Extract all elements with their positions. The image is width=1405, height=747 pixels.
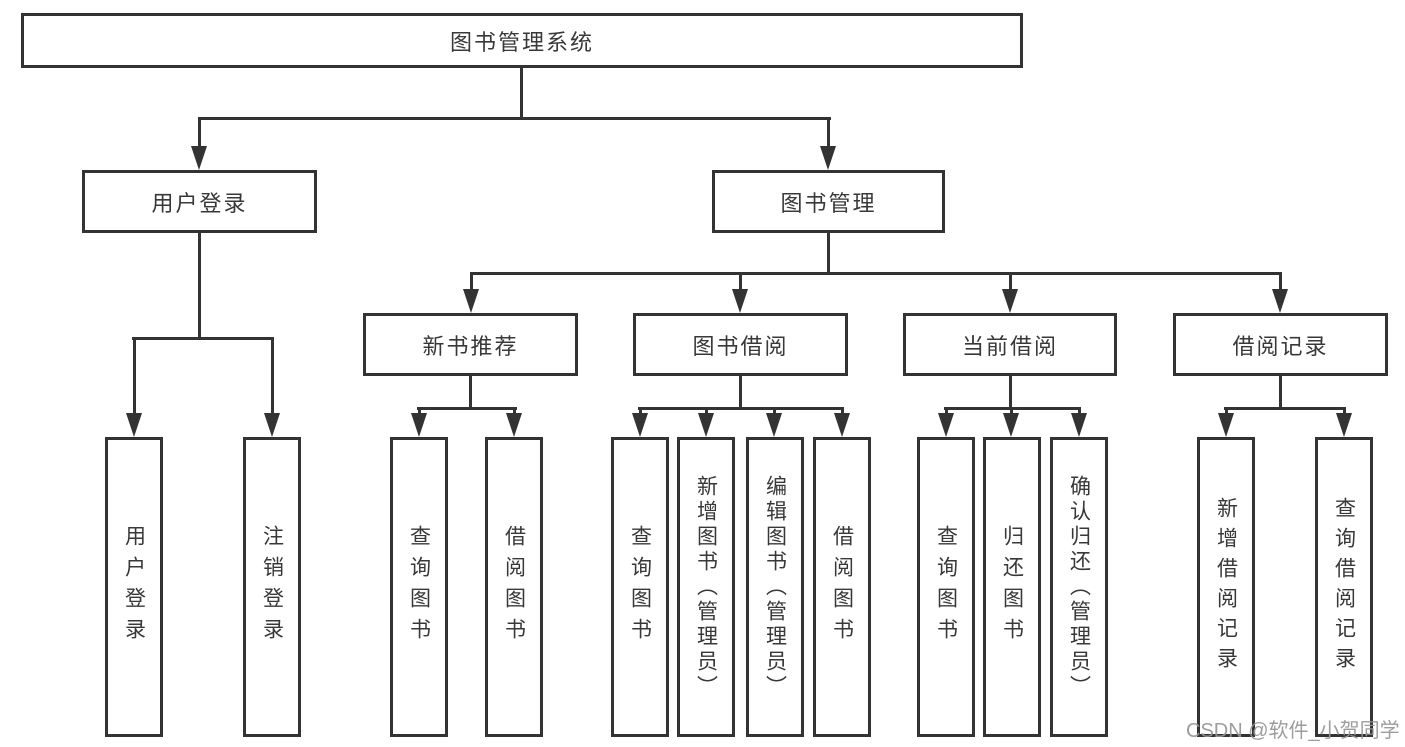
connector-line bbox=[1279, 376, 1282, 407]
connector-line bbox=[841, 407, 844, 415]
node-label: 新书推荐 bbox=[422, 333, 519, 359]
arrowhead bbox=[1218, 413, 1234, 437]
leaf-user-login: 用户登录 bbox=[105, 437, 163, 737]
connector-line bbox=[705, 407, 708, 415]
connector-line bbox=[418, 407, 421, 415]
arrowhead bbox=[732, 289, 748, 313]
connector-line bbox=[773, 407, 776, 415]
leaf-label: 新增借阅记录 bbox=[1214, 497, 1238, 677]
connector-line bbox=[198, 233, 201, 337]
connector-line bbox=[638, 407, 844, 410]
connector-line bbox=[271, 337, 274, 415]
node-library-system: 图书管理系统 bbox=[21, 13, 1023, 68]
leaf-add-borrow-record: 新增借阅记录 bbox=[1197, 437, 1255, 737]
connector-line bbox=[739, 272, 742, 289]
arrowhead bbox=[126, 413, 142, 437]
leaf-label: 查询图书 bbox=[407, 525, 431, 649]
connector-line bbox=[469, 376, 472, 407]
connector-line bbox=[1343, 407, 1346, 415]
connector-line bbox=[470, 272, 473, 289]
node-book-borrowing: 图书借阅 bbox=[633, 313, 848, 376]
leaf-return-book: 归还图书 bbox=[983, 437, 1041, 737]
arrowhead bbox=[766, 413, 782, 437]
connector-line bbox=[470, 272, 1282, 275]
connector-line bbox=[827, 117, 830, 147]
leaf-label: 查询图书 bbox=[628, 525, 652, 649]
leaf-query-books-current: 查询图书 bbox=[917, 437, 975, 737]
arrowhead bbox=[463, 289, 479, 313]
leaf-logout: 注销登录 bbox=[243, 437, 301, 737]
connector-line bbox=[1279, 272, 1282, 289]
arrowhead bbox=[1002, 289, 1018, 313]
node-label: 图书借阅 bbox=[692, 333, 789, 359]
node-user-login: 用户登录 bbox=[82, 170, 317, 233]
connector-line bbox=[132, 337, 274, 340]
connector-line bbox=[198, 117, 831, 120]
node-label: 图书管理 bbox=[780, 190, 877, 216]
node-book-management: 图书管理 bbox=[712, 170, 945, 233]
arrowhead bbox=[1272, 289, 1288, 313]
arrowhead bbox=[820, 146, 836, 170]
connector-line bbox=[417, 407, 517, 410]
connector-line bbox=[513, 407, 516, 415]
connector-line bbox=[827, 233, 830, 275]
connector-line bbox=[1010, 407, 1013, 415]
connector-line bbox=[1078, 407, 1081, 415]
node-label: 用户登录 bbox=[151, 190, 248, 216]
connector-line bbox=[198, 117, 201, 147]
node-label: 当前借阅 bbox=[961, 333, 1058, 359]
leaf-label: 查询图书 bbox=[934, 525, 958, 649]
leaf-label: 新增图书（管理员） bbox=[694, 474, 718, 700]
leaf-add-book-admin: 新增图书（管理员） bbox=[677, 437, 735, 737]
leaf-query-books-borrow: 查询图书 bbox=[611, 437, 669, 737]
arrowhead bbox=[411, 413, 427, 437]
connector-line bbox=[1009, 376, 1012, 407]
arrowhead bbox=[938, 413, 954, 437]
watermark: CSDN @软件_小贺同学 bbox=[1186, 720, 1400, 742]
arrowhead bbox=[506, 413, 522, 437]
connector-line bbox=[945, 407, 948, 415]
arrowhead bbox=[698, 413, 714, 437]
connector-line bbox=[133, 337, 136, 415]
leaf-label: 借阅图书 bbox=[502, 525, 526, 649]
leaf-label: 借阅图书 bbox=[830, 525, 854, 649]
arrowhead bbox=[191, 146, 207, 170]
leaf-label: 编辑图书（管理员） bbox=[763, 474, 787, 700]
arrowhead bbox=[1336, 413, 1352, 437]
leaf-edit-book-admin: 编辑图书（管理员） bbox=[746, 437, 804, 737]
connector-line bbox=[1009, 272, 1012, 289]
leaf-borrow-books: 借阅图书 bbox=[813, 437, 871, 737]
connector-line bbox=[639, 407, 642, 415]
leaf-label: 归还图书 bbox=[1000, 525, 1024, 649]
connector-line bbox=[1225, 407, 1228, 415]
leaf-label: 查询借阅记录 bbox=[1332, 497, 1356, 677]
leaf-label: 确认归还（管理员） bbox=[1067, 474, 1091, 700]
leaf-label: 注销登录 bbox=[260, 525, 284, 649]
leaf-borrow-books-recommend: 借阅图书 bbox=[485, 437, 543, 737]
leaf-confirm-return-admin: 确认归还（管理员） bbox=[1050, 437, 1108, 737]
arrowhead bbox=[1003, 413, 1019, 437]
arrowhead bbox=[834, 413, 850, 437]
node-label: 图书管理系统 bbox=[449, 29, 594, 55]
node-current-borrowing: 当前借阅 bbox=[903, 313, 1117, 376]
arrowhead bbox=[1071, 413, 1087, 437]
connector-line bbox=[739, 376, 742, 407]
arrowhead bbox=[264, 413, 280, 437]
leaf-query-books-recommend: 查询图书 bbox=[390, 437, 448, 737]
leaf-query-borrow-record: 查询借阅记录 bbox=[1315, 437, 1373, 737]
connector-line bbox=[1224, 407, 1346, 410]
node-label: 借阅记录 bbox=[1232, 333, 1329, 359]
connector-line bbox=[520, 68, 523, 117]
leaf-label: 用户登录 bbox=[122, 525, 146, 649]
node-borrowing-records: 借阅记录 bbox=[1173, 313, 1388, 376]
arrowhead bbox=[632, 413, 648, 437]
node-new-book-recommend: 新书推荐 bbox=[363, 313, 578, 376]
